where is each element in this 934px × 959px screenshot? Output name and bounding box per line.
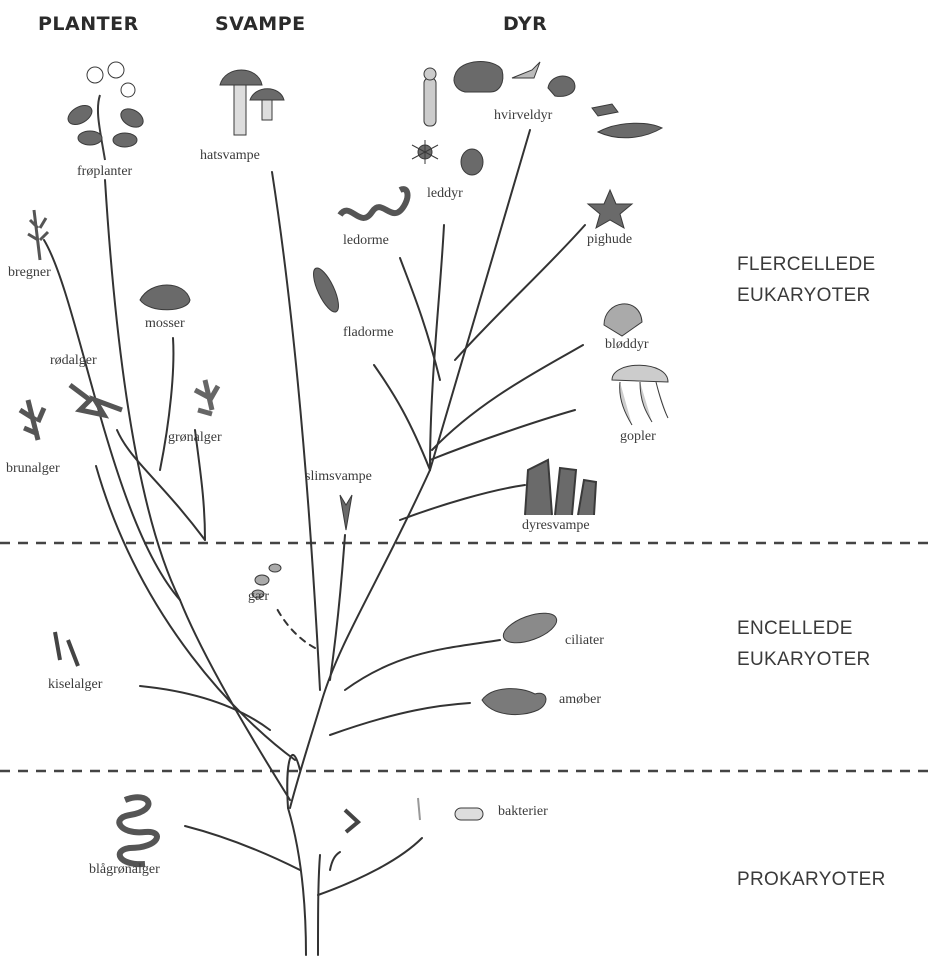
zone-label-unicellular: ENCELLEDE EUKARYOTER bbox=[737, 613, 871, 675]
branch-blagronalger bbox=[185, 826, 300, 870]
zone-label-line: ENCELLEDE bbox=[737, 613, 871, 644]
arthropods-icon bbox=[412, 140, 483, 175]
starfish-icon bbox=[588, 190, 632, 228]
zone-label-prokaryotes: PROKARYOTER bbox=[737, 864, 886, 895]
label-amober: amøber bbox=[559, 692, 601, 708]
worm-icon bbox=[340, 189, 407, 218]
branch-bakterier bbox=[318, 838, 422, 895]
label-mosser: mosser bbox=[145, 316, 185, 332]
fern-icon bbox=[28, 210, 48, 260]
label-gaer: gær bbox=[248, 589, 269, 605]
moss-icon bbox=[140, 285, 190, 310]
label-gopler: gopler bbox=[620, 429, 656, 445]
header-planter: PLANTER bbox=[38, 13, 139, 35]
bacteria-icon bbox=[345, 798, 483, 832]
zone-label-line: EUKARYOTER bbox=[737, 644, 871, 675]
sponge-icon bbox=[525, 460, 596, 515]
label-fladorme: fladorme bbox=[343, 325, 394, 341]
label-kiselalger: kiselalger bbox=[48, 677, 102, 693]
header-svampe: SVAMPE bbox=[215, 13, 306, 35]
vertebrates-icon bbox=[424, 62, 662, 138]
illustrations bbox=[20, 62, 668, 865]
label-bakterier: bakterier bbox=[498, 804, 548, 820]
label-leddyr: leddyr bbox=[427, 186, 463, 202]
green-algae-icon bbox=[195, 380, 218, 414]
ciliate-icon bbox=[500, 607, 561, 649]
jellyfish-icon bbox=[612, 365, 668, 425]
zone-label-multicellular: FLERCELLEDE EUKARYOTER bbox=[737, 249, 875, 311]
mushroom-icon bbox=[220, 70, 284, 135]
zone-label-line: EUKARYOTER bbox=[737, 280, 875, 311]
amoeba-icon bbox=[482, 689, 546, 715]
label-brunalger: brunalger bbox=[6, 461, 60, 477]
label-rodalger: rødalger bbox=[50, 353, 97, 369]
label-pighude: pighude bbox=[587, 232, 632, 248]
label-blodyr: bløddyr bbox=[605, 337, 649, 353]
flatworm-icon bbox=[309, 265, 344, 315]
label-dyresvampe: dyresvampe bbox=[522, 518, 590, 534]
label-bregner: bregner bbox=[8, 265, 51, 281]
label-ledorme: ledorme bbox=[343, 233, 389, 249]
zone-label-line: FLERCELLEDE bbox=[737, 249, 875, 280]
label-froplanter: frøplanter bbox=[77, 164, 132, 180]
label-ciliater: ciliater bbox=[565, 633, 604, 649]
flowering-plant-icon bbox=[65, 62, 147, 160]
red-algae-icon bbox=[70, 385, 122, 415]
label-hatsvampe: hatsvampe bbox=[200, 148, 260, 164]
diatom-icon bbox=[55, 632, 78, 666]
euk-trunk bbox=[290, 700, 322, 808]
trunk-right bbox=[318, 855, 320, 955]
header-dyr: DYR bbox=[503, 13, 547, 35]
shell-icon bbox=[604, 304, 642, 336]
label-slimsvampe: slimsvampe bbox=[305, 469, 372, 485]
label-hvirveldyr: hvirveldyr bbox=[494, 108, 552, 124]
cyanobacteria-icon bbox=[119, 797, 157, 864]
label-gronalger: grønalger bbox=[168, 430, 222, 446]
slime-mold-icon bbox=[340, 495, 352, 530]
trunk-left bbox=[288, 808, 306, 955]
brown-algae-icon bbox=[20, 400, 44, 440]
label-blagronalger: blågrønalger bbox=[89, 862, 160, 878]
